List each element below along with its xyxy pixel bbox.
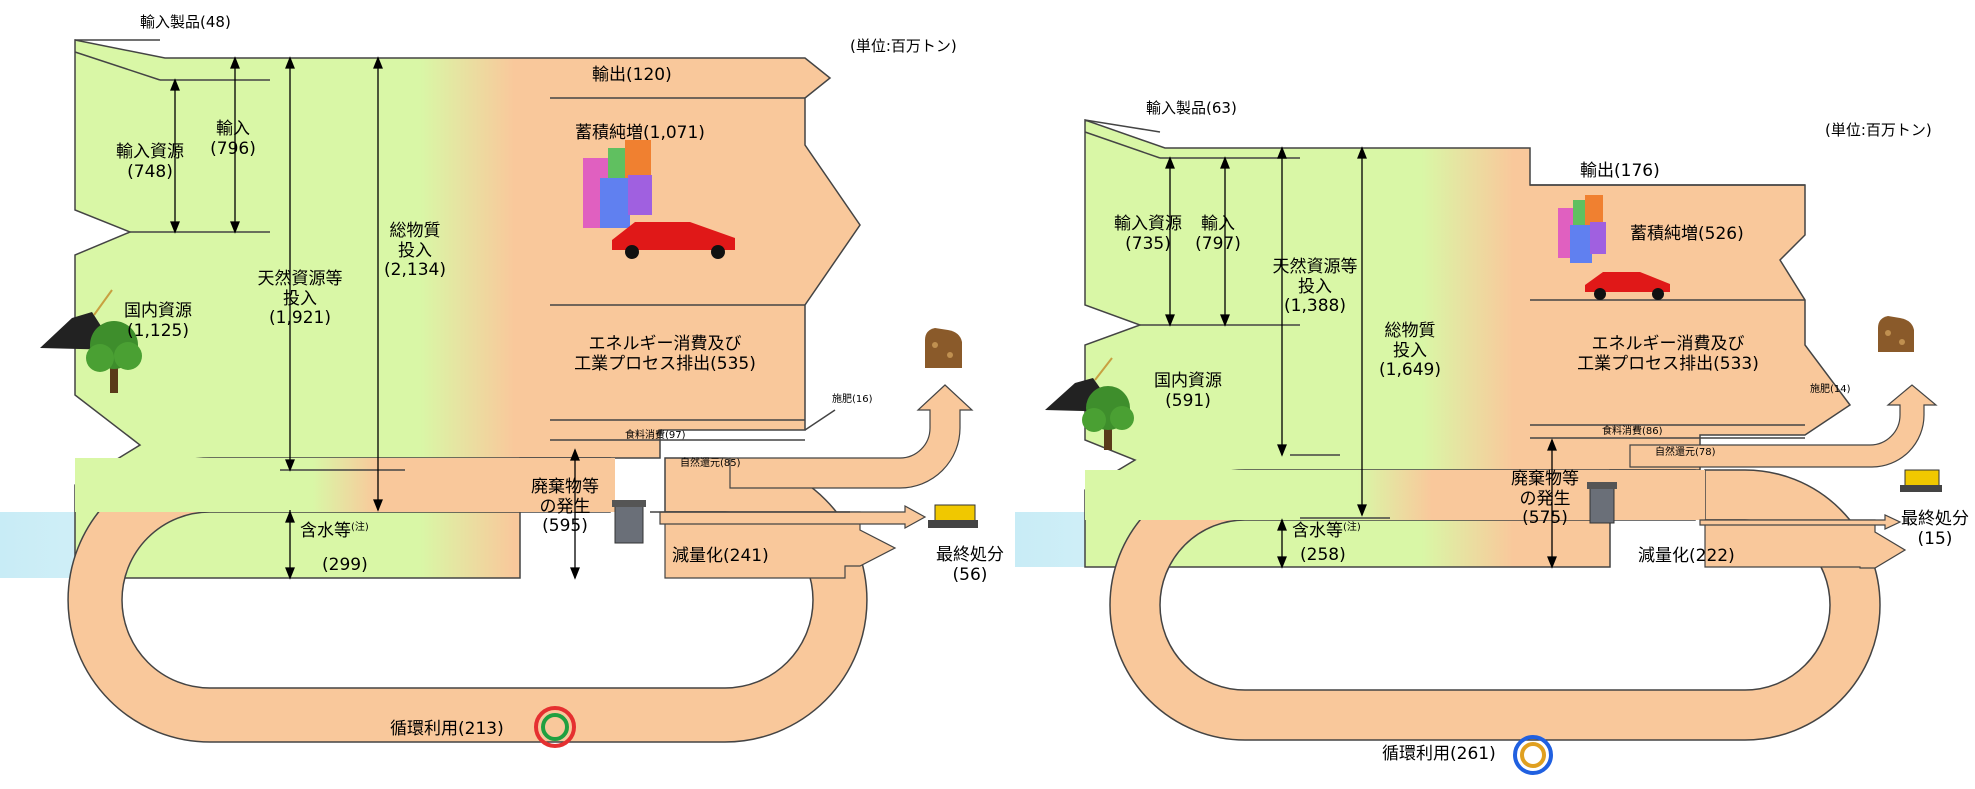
right-accumulation-label: 蓄積純増(526) bbox=[1630, 224, 1744, 244]
left-waste-label: 廃棄物等の発生(595) bbox=[531, 477, 599, 537]
left-diagram bbox=[0, 39, 978, 748]
right-natural-reduction-label: 自然還元(78) bbox=[1655, 447, 1716, 458]
right-buildings-icon bbox=[1558, 195, 1606, 263]
right-disposal-arrow bbox=[1699, 514, 1902, 530]
left-recycling-label: 循環利用(213) bbox=[390, 719, 504, 739]
left-tree-icon bbox=[86, 321, 142, 393]
left-fertilizer-label: 施肥(16) bbox=[832, 394, 873, 405]
right-fertilizer-label: 施肥(14) bbox=[1810, 384, 1851, 395]
right-water-value: (258) bbox=[1300, 545, 1346, 565]
right-trashcan-icon bbox=[1587, 482, 1617, 524]
left-bulldozer-icon bbox=[928, 504, 978, 528]
left-domestic-resources-label: 国内資源(1,125) bbox=[124, 301, 192, 341]
right-bulldozer-icon bbox=[1900, 469, 1942, 492]
left-imported-products-label: 輸入製品(48) bbox=[140, 13, 231, 31]
left-buildings-icon bbox=[583, 140, 652, 228]
right-imported-products-label: 輸入製品(63) bbox=[1146, 99, 1237, 117]
left-natural-reduction-label: 自然還元(85) bbox=[680, 458, 741, 469]
right-food-label: 食料消費(86) bbox=[1602, 426, 1663, 437]
left-exports-label: 輸出(120) bbox=[592, 65, 672, 85]
left-import-resources-label: 輸入資源(748) bbox=[116, 142, 184, 182]
right-final-disposal-label: 最終処分(15) bbox=[1901, 509, 1969, 549]
right-natural-reduction-arrow bbox=[1629, 384, 1938, 468]
right-recycling-label: 循環利用(261) bbox=[1382, 744, 1496, 764]
left-imports-label: 輸入(796) bbox=[210, 119, 256, 159]
left-main-flow bbox=[74, 39, 861, 579]
left-energy-label: エネルギー消費及び工業プロセス排出(535) bbox=[574, 334, 756, 374]
left-accumulation-label: 蓄積純増(1,071) bbox=[575, 123, 705, 143]
right-import-resources-label: 輸入資源(735) bbox=[1114, 214, 1182, 254]
left-car-icon bbox=[612, 222, 735, 259]
left-food-label: 食料消費(97) bbox=[625, 430, 686, 441]
right-water-label: 含水等(注) bbox=[1292, 521, 1361, 541]
right-imports-label: 輸入(797) bbox=[1195, 214, 1241, 254]
right-waste-label: 廃棄物等の発生(575) bbox=[1511, 469, 1579, 529]
right-soil-icon bbox=[1878, 316, 1914, 352]
left-trashcan-icon bbox=[612, 500, 646, 544]
right-reduction-label: 減量化(222) bbox=[1638, 546, 1735, 566]
right-car-icon bbox=[1585, 272, 1670, 300]
right-exports-label: 輸出(176) bbox=[1580, 161, 1660, 181]
left-recycle-icon bbox=[534, 706, 576, 748]
left-total-input-label: 総物質投入(2,134) bbox=[384, 221, 446, 281]
left-water-value: (299) bbox=[322, 555, 368, 575]
right-tree-icon bbox=[1082, 386, 1134, 450]
left-disposal-arrow bbox=[659, 504, 927, 530]
right-natural-input-label: 天然資源等投入(1,388) bbox=[1272, 257, 1358, 317]
left-unit-label: (単位:百万トン) bbox=[850, 37, 957, 55]
left-natural-input-label: 天然資源等投入(1,921) bbox=[257, 269, 343, 329]
right-total-input-label: 総物質投入(1,649) bbox=[1379, 321, 1441, 381]
left-reduction-label: 減量化(241) bbox=[672, 546, 769, 566]
right-unit-label: (単位:百万トン) bbox=[1825, 121, 1932, 139]
right-diagram bbox=[1015, 118, 1942, 775]
left-natural-reduction-arrow bbox=[729, 384, 974, 489]
right-recycle-icon bbox=[1513, 735, 1553, 775]
right-domestic-resources-label: 国内資源(591) bbox=[1154, 371, 1222, 411]
left-final-disposal-label: 最終処分(56) bbox=[936, 545, 1004, 585]
left-soil-icon bbox=[925, 328, 962, 368]
right-reduction-arrow bbox=[1704, 519, 1907, 569]
right-energy-label: エネルギー消費及び工業プロセス排出(533) bbox=[1577, 334, 1759, 374]
left-water-label: 含水等(注) bbox=[300, 521, 369, 541]
